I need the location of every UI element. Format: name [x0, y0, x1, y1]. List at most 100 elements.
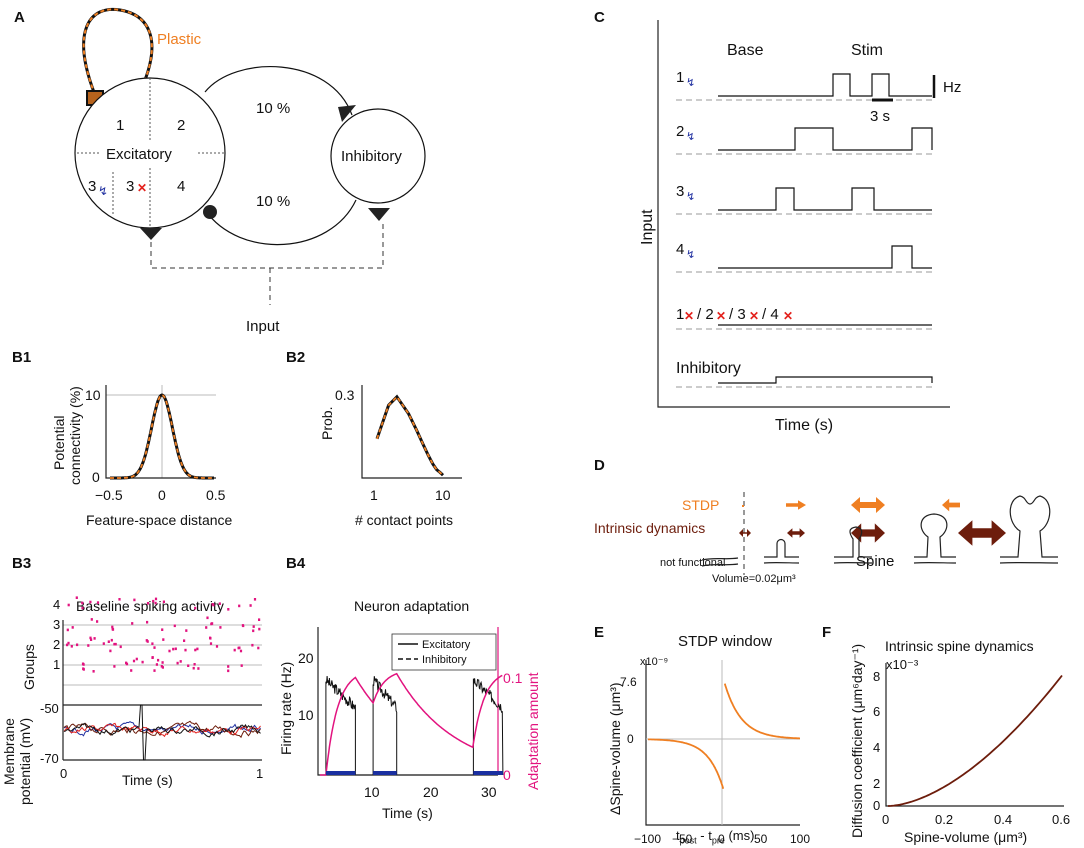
- spike-mark: [209, 642, 213, 645]
- spike-mark: [135, 657, 138, 661]
- spike-mark: [110, 638, 113, 642]
- spine-shaft: [701, 557, 739, 561]
- xtick: 0: [158, 487, 166, 503]
- panel-e: E STDP window x10⁻⁹ 7.6 0 −100 −50 0 50 …: [594, 624, 810, 846]
- gtick: 1: [53, 657, 60, 672]
- spike-mark: [146, 640, 149, 643]
- spike-mark: [75, 596, 78, 599]
- stdp-positive-branch: [723, 683, 800, 740]
- ylabel: Firing rate (Hz): [278, 662, 294, 755]
- ytick: 7.6: [620, 675, 637, 689]
- quadrant-4: 4: [177, 178, 185, 195]
- quadrant-1: 1: [116, 117, 124, 134]
- input-trace-3: [718, 187, 932, 211]
- panel-a: A Plastic 1 2 Excitatory 3 ↯ 3 ✕ 4 Inhib…: [14, 7, 426, 335]
- xlabel: Spine-volume (μm³): [904, 829, 1027, 845]
- x-row-2: / 2: [697, 306, 714, 323]
- spike-mark: [153, 646, 156, 649]
- panel-b2: B2 0.3 1 10 # contact points Prob.: [286, 349, 462, 528]
- input-label: Input: [246, 318, 280, 335]
- b2-series: [376, 395, 444, 476]
- spike-mark: [133, 598, 136, 602]
- stdp-negative-branch: [648, 738, 725, 789]
- spike-mark: [155, 663, 158, 666]
- stim-label: Stim: [851, 42, 883, 59]
- ylabel: Prob.: [319, 407, 335, 440]
- spine-label: Spine: [856, 553, 894, 570]
- quadrant-3a: 3: [88, 178, 96, 195]
- ytick: 0: [92, 469, 100, 485]
- label-e: E: [594, 624, 604, 641]
- xtick: −0.5: [95, 487, 123, 503]
- spike-mark: [252, 629, 255, 633]
- ytick: 10: [298, 707, 314, 723]
- inhibitory-row-label: Inhibitory: [676, 360, 741, 377]
- spike-mark: [87, 644, 90, 647]
- spike-mark: [111, 625, 114, 629]
- lightning-icon: ↯: [686, 249, 695, 261]
- exc-to-inh-edge: [204, 66, 353, 116]
- ylabel: Potential: [51, 416, 67, 470]
- spike-mark: [76, 643, 79, 647]
- spike-mark: [81, 606, 84, 610]
- prob-top: 10 %: [256, 100, 290, 117]
- input-trace-1: [718, 73, 932, 97]
- spike-mark: [151, 656, 154, 659]
- xtick: 1: [370, 487, 378, 503]
- spike-mark: [257, 646, 260, 650]
- row-label-2: 2: [676, 123, 684, 140]
- prob-bottom: 10 %: [256, 193, 290, 210]
- spine-shape-2: [834, 526, 872, 558]
- spike-mark: [258, 618, 261, 621]
- b3-title: Baseline spiking activity: [76, 598, 224, 614]
- b1-series: [110, 394, 214, 479]
- stdp-arrow-icon: [851, 497, 885, 513]
- b4-title: Neuron adaptation: [354, 598, 469, 614]
- rtick: 0.1: [503, 670, 523, 686]
- label-b2: B2: [286, 349, 305, 366]
- xlabel: Time (s): [122, 772, 173, 788]
- spike-mark: [89, 636, 92, 640]
- spike-mark: [206, 616, 209, 620]
- spike-mark: [176, 661, 179, 665]
- xtick: 0: [718, 832, 725, 846]
- e-xlabel-unit: (ms): [724, 828, 755, 843]
- spike-mark: [238, 604, 241, 608]
- label-d: D: [594, 457, 605, 474]
- label-b4: B4: [286, 555, 306, 572]
- spike-mark: [81, 601, 84, 605]
- e-xlabel-pre: pre: [711, 835, 725, 846]
- inhibitory-label: Inhibitory: [341, 148, 402, 165]
- spike-mark: [131, 622, 134, 625]
- legend: [391, 633, 497, 671]
- spike-mark: [153, 669, 156, 672]
- e-xlabel-t1: t: [676, 828, 680, 843]
- spike-mark: [227, 669, 230, 673]
- spike-mark: [212, 603, 215, 607]
- ytick: 2: [873, 776, 880, 791]
- stdp-arrow-icon: [942, 498, 960, 512]
- spike-mark: [185, 629, 188, 632]
- spike-mark: [102, 642, 105, 645]
- spike-mark: [172, 647, 175, 651]
- inh-to-exc-edge: [204, 199, 357, 246]
- label-a: A: [14, 9, 25, 26]
- intrinsic-label: Intrinsic dynamics: [594, 520, 705, 536]
- plastic-label: Plastic: [157, 31, 202, 48]
- spike-mark: [107, 640, 110, 643]
- xtick: 0.5: [206, 487, 226, 503]
- ytick: 8: [873, 669, 880, 684]
- input-synapse-inh: [368, 208, 390, 221]
- xlabel: # contact points: [355, 512, 453, 528]
- xtick: −100: [634, 832, 661, 846]
- ylabel: connectivity (%): [67, 386, 83, 485]
- spike-mark: [146, 602, 150, 605]
- xlabel: Time (s): [382, 805, 433, 821]
- xlabel: Feature-space distance: [86, 512, 233, 528]
- spike-mark: [187, 664, 190, 667]
- stdp-arrow-icon: [786, 500, 806, 510]
- plastic-loop-dash: [82, 8, 153, 96]
- spike-mark: [71, 626, 74, 629]
- gtick: 4: [53, 597, 60, 612]
- spike-mark: [93, 637, 96, 640]
